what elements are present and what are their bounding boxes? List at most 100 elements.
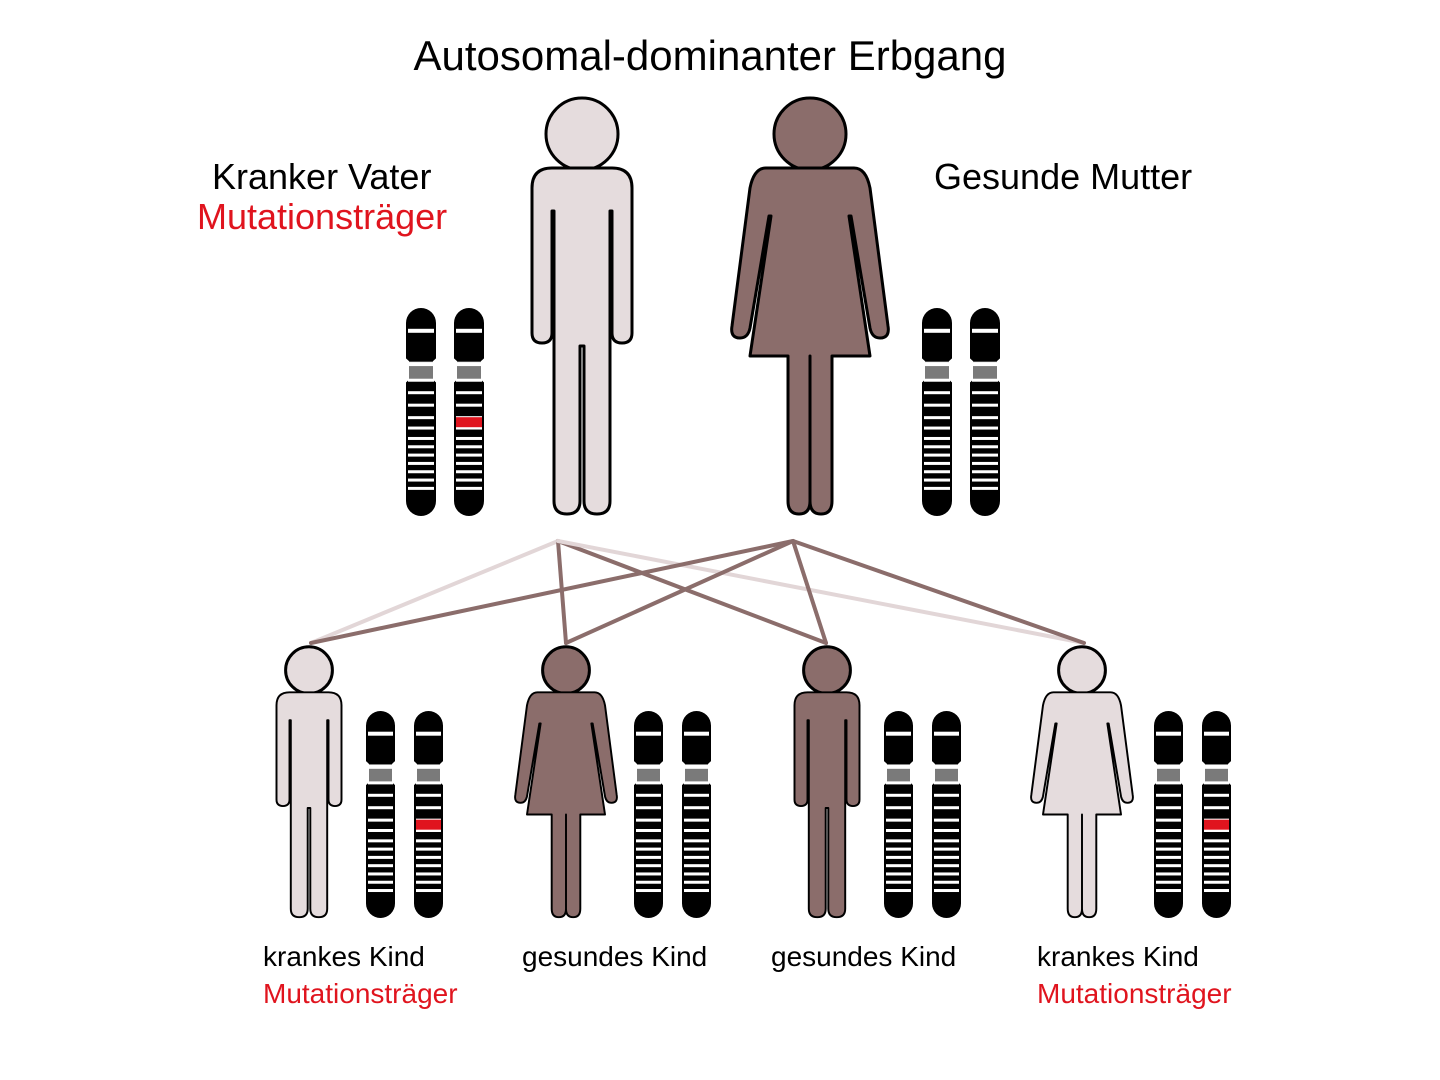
child-3-label: gesundes Kind xyxy=(771,941,957,972)
child-1-chromosomes-chromosome-b-band xyxy=(416,781,441,785)
child-4-chromosomes-chromosome-b-band xyxy=(1204,806,1229,810)
father-chromosomes-chromosome-a-band xyxy=(408,436,434,440)
father-status: Mutationsträger xyxy=(197,196,448,237)
child-3-chromosomes-chromosome-b-band xyxy=(934,847,959,851)
child-1-chromosomes-chromosome-b-band xyxy=(416,764,441,769)
father-chromosomes-chromosome-b-band xyxy=(456,403,482,407)
child-2-chromosomes-chromosome-b-band xyxy=(684,864,709,868)
child-1-chromosomes-chromosome-a-band xyxy=(368,864,393,868)
child-3-chromosomes-chromosome-a-band xyxy=(886,880,911,884)
child-3-chromosomes-chromosome-b-band xyxy=(934,872,959,876)
father-chromosomes-chromosome-a-band xyxy=(408,362,434,367)
child-4-chromosomes-chromosome-b-band xyxy=(1204,781,1229,785)
inheritance-line xyxy=(309,539,795,645)
inheritance-line xyxy=(556,539,568,645)
father-chromosomes-chromosome-a-band xyxy=(408,470,434,474)
child-2-chromosomes-chromosome-b xyxy=(682,711,711,918)
father-chromosomes-chromosome-b xyxy=(454,308,484,516)
child-2-chromosomes-chromosome-a-band xyxy=(636,864,661,868)
father-chromosomes-chromosome-a-band xyxy=(408,426,434,430)
father-chromosomes-chromosome-b-band xyxy=(456,461,482,465)
child-4-chromosomes-chromosome-b-band xyxy=(1204,880,1229,884)
inheritance-line xyxy=(556,539,1086,645)
child-1-figure-body xyxy=(275,691,343,919)
child-3-chromosomes-chromosome-a-band xyxy=(886,847,911,851)
child-4-chromosomes-chromosome-a-band xyxy=(1156,880,1181,884)
child-4-chromosomes-chromosome-a-band xyxy=(1156,847,1181,851)
child-3-chromosomes-chromosome-b-band xyxy=(934,839,959,843)
child-4-chromosomes-chromosome-a-band xyxy=(1156,781,1181,785)
child-4-chromosomes-chromosome-b-arm xyxy=(1202,711,1231,918)
child-4-chromosomes-chromosome-b xyxy=(1202,711,1231,918)
child-2-chromosomes-chromosome-b-band xyxy=(684,889,709,893)
child-3-chromosomes-chromosome-b-arm xyxy=(932,711,961,918)
child-3-chromosomes-chromosome-a-band xyxy=(886,731,911,736)
father-chromosomes-chromosome-a-arm xyxy=(406,308,436,516)
child-1-chromosomes-chromosome-a-band xyxy=(368,793,393,797)
child-3-chromosomes-chromosome-a-band xyxy=(886,793,911,797)
child-2-chromosomes-chromosome-b-band xyxy=(684,781,709,785)
child-1-chromosomes-chromosome-a-band xyxy=(368,880,393,884)
child-3-chromosomes-chromosome-a-band xyxy=(886,889,911,893)
father-label: Kranker Vater xyxy=(212,156,432,197)
child-4-figure-body xyxy=(1030,691,1134,919)
child-4-chromosomes-chromosome-b-band xyxy=(1204,731,1229,736)
child-2-chromosomes-chromosome-b-band xyxy=(684,855,709,859)
child-2-chromosomes-chromosome-b-band xyxy=(684,764,709,769)
mother-chromosomes-chromosome-a-band xyxy=(924,391,950,395)
child-3-chromosomes-chromosome-a-band xyxy=(886,818,911,822)
mother-chromosomes-chromosome-a-band xyxy=(924,403,950,407)
child-1-chromosomes-chromosome-a-arm xyxy=(366,711,395,918)
mother-figure-head xyxy=(772,96,848,172)
father-figure-body xyxy=(530,166,634,516)
mother-chromosomes-chromosome-b-band xyxy=(972,416,998,420)
diagram-title: Autosomal-dominanter Erbgang xyxy=(413,32,1007,79)
mother-chromosomes-chromosome-a-band xyxy=(924,426,950,430)
child-4-chromosomes-chromosome-b-band xyxy=(1204,864,1229,868)
father-chromosomes-chromosome-a xyxy=(406,308,436,516)
child-1-chromosomes-chromosome-a-band xyxy=(368,764,393,769)
mother-chromosomes-chromosome-b-band xyxy=(972,478,998,482)
child-3-chromosomes-chromosome-b xyxy=(932,711,961,918)
child-4-chromosomes-chromosome-a-band xyxy=(1156,818,1181,822)
child-4-figure xyxy=(1030,645,1134,919)
father-chromosomes-chromosome-a-band xyxy=(408,486,434,490)
child-4-chromosomes-chromosome-a-band xyxy=(1156,828,1181,832)
mother-chromosomes-chromosome-b-band xyxy=(972,445,998,449)
child-1-chromosomes-chromosome-b-band xyxy=(416,864,441,868)
father-chromosomes-chromosome-a-band xyxy=(408,403,434,407)
child-3-chromosomes-chromosome-b-band xyxy=(934,806,959,810)
child-2-chromosomes-chromosome-b-band xyxy=(684,818,709,822)
child-3-chromosomes-chromosome-b-band xyxy=(934,793,959,797)
child-1-chromosomes-chromosome-b-arm xyxy=(414,711,443,918)
child-1-chromosomes-chromosome-b-band xyxy=(416,731,441,736)
inheritance-line xyxy=(791,539,1086,645)
child-2-label: gesundes Kind xyxy=(522,941,708,972)
father-chromosomes-chromosome-b-band xyxy=(456,391,482,395)
mother-chromosomes-chromosome-b-band xyxy=(972,461,998,465)
mother-figure-body xyxy=(730,166,890,516)
child-1-chromosomes-chromosome-a-band xyxy=(368,828,393,832)
child-4-chromosomes-chromosome-b-band xyxy=(1204,764,1229,769)
child-3-figure-head xyxy=(802,645,852,696)
child-1-chromosomes-chromosome-b-band xyxy=(416,847,441,851)
child-3-chromosomes-chromosome-b-band xyxy=(934,864,959,868)
mother-chromosomes-chromosome-a-arm xyxy=(922,308,952,516)
child-3-chromosomes-chromosome-b-band xyxy=(934,855,959,859)
child-2-chromosomes-chromosome-b-band xyxy=(684,839,709,843)
father-chromosomes-chromosome-b-band xyxy=(456,362,482,367)
child-1-chromosomes-chromosome-a xyxy=(366,711,395,918)
mother-figure xyxy=(730,96,890,516)
child-3-chromosomes-chromosome-b-band xyxy=(934,764,959,769)
mother-chromosomes-chromosome-b-band xyxy=(972,436,998,440)
mother-chromosomes-chromosome-b-band xyxy=(972,391,998,395)
mother-chromosomes-chromosome-b xyxy=(970,308,1000,516)
father-chromosomes-chromosome-a-band xyxy=(408,461,434,465)
child-4-chromosomes-chromosome-b-band xyxy=(1204,847,1229,851)
child-2-chromosomes-chromosome-a-band xyxy=(636,806,661,810)
child-1-figure xyxy=(275,645,343,919)
child-4-chromosomes-chromosome-a xyxy=(1154,711,1183,918)
father-chromosomes-chromosome-b-arm xyxy=(454,308,484,516)
child-2-chromosomes-chromosome-b-band xyxy=(684,731,709,736)
